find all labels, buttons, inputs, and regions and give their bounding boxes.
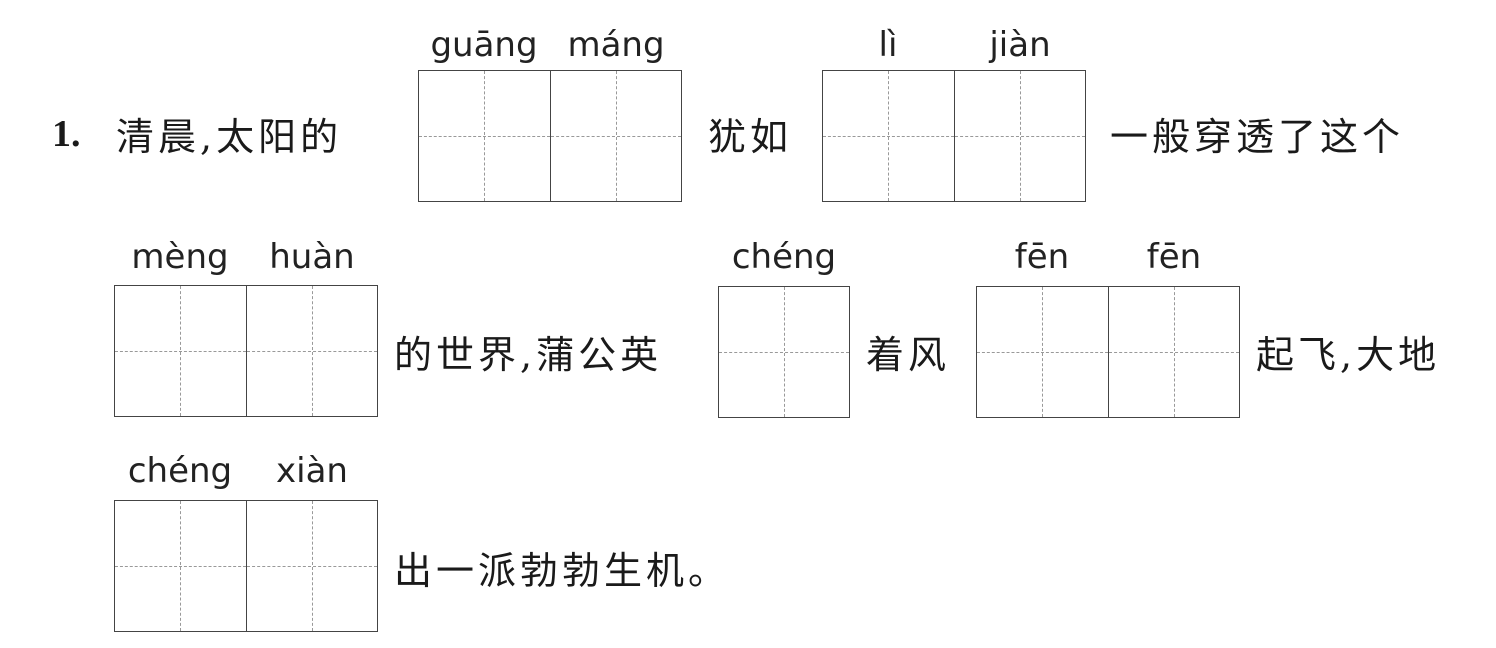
answer-grid-lijian[interactable] — [822, 70, 1086, 202]
pinyin-label: xiàn — [276, 451, 348, 491]
writing-cell[interactable] — [549, 71, 682, 201]
writing-cell[interactable] — [977, 287, 1108, 417]
pinyin-label: jiàn — [989, 25, 1051, 65]
pinyin-label: fēn — [1014, 237, 1070, 277]
answer-grid-cheng[interactable] — [718, 286, 850, 418]
answer-grid-chengxian[interactable] — [114, 500, 378, 632]
writing-cell[interactable] — [115, 501, 246, 631]
writing-cell[interactable] — [115, 286, 246, 416]
pinyin-label: guāng — [430, 25, 538, 65]
pinyin-label: chéng — [731, 237, 837, 277]
answer-grid-guangmang[interactable] — [418, 70, 682, 202]
answer-grid-menghuan[interactable] — [114, 285, 378, 417]
writing-cell[interactable] — [953, 71, 1086, 201]
writing-cell[interactable] — [245, 286, 378, 416]
pinyin-label: lì — [878, 25, 898, 65]
writing-cell[interactable] — [419, 71, 550, 201]
answer-grid-fenfen[interactable] — [976, 286, 1240, 418]
pinyin-label: fēn — [1146, 237, 1202, 277]
text-segment: 着风 — [866, 333, 951, 377]
pinyin-label: huàn — [269, 237, 355, 277]
writing-cell[interactable] — [245, 501, 378, 631]
text-segment: 的世界,蒲公英 — [394, 333, 663, 377]
writing-cell[interactable] — [719, 287, 849, 417]
text-segment: 一般穿透了这个 — [1110, 115, 1405, 159]
writing-cell[interactable] — [823, 71, 954, 201]
text-segment: 犹如 — [708, 115, 793, 159]
question-number: 1. — [52, 113, 81, 155]
text-segment: 清晨,太阳的 — [116, 115, 343, 159]
text-segment: 出一派勃勃生机。 — [394, 549, 731, 593]
pinyin-label: mèng — [131, 237, 229, 277]
writing-cell[interactable] — [1107, 287, 1240, 417]
text-segment: 起飞,大地 — [1256, 333, 1441, 377]
pinyin-label: máng — [567, 25, 665, 65]
pinyin-label: chéng — [127, 451, 233, 491]
